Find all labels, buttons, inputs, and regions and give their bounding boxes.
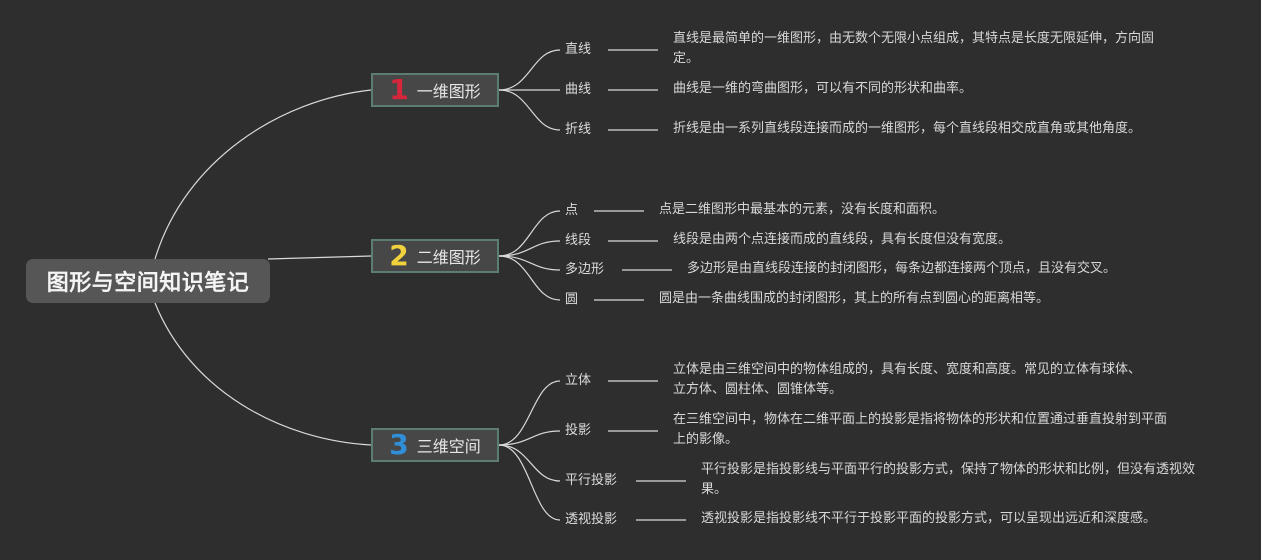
leaf-label[interactable]: 折线 xyxy=(565,122,592,137)
leaf-label[interactable]: 立体 xyxy=(565,373,592,388)
connector-branch-2-leaf-2 xyxy=(498,240,561,257)
connector-branch-2-leaf-3 xyxy=(498,255,561,271)
root-node[interactable]: 图形与空间知识笔记 xyxy=(26,259,270,303)
leaf-description: 折线是由一系列直线段连接而成的一维图形，每个直线段相交成直角或其他角度。 xyxy=(673,121,1142,136)
leaf-description: 平行投影是指投影线与平面平行的投影方式，保持了物体的形状和比例，但没有透视效果。 xyxy=(701,462,1196,497)
leaf-label[interactable]: 透视投影 xyxy=(565,512,618,527)
leaf-description: 曲线是一维的弯曲图形，可以有不同的形状和曲率。 xyxy=(673,81,973,96)
branch-node-1[interactable]: 1 一维图形 xyxy=(371,73,499,107)
connector-root-branch-2 xyxy=(267,255,372,260)
leaf-description: 透视投影是指投影线不平行于投影平面的投影方式，可以呈现出远近和深度感。 xyxy=(701,511,1157,526)
leaf-label[interactable]: 点 xyxy=(565,203,579,218)
connector-branch-1-leaf-1 xyxy=(498,49,561,91)
branch-label: 一维图形 xyxy=(416,82,481,101)
leaf-label[interactable]: 圆 xyxy=(565,292,579,307)
branch-node-3[interactable]: 3 三维空间 xyxy=(371,428,499,462)
root-title: 图形与空间知识笔记 xyxy=(46,271,250,296)
branch-number: 1 xyxy=(389,73,409,106)
leaf-label[interactable]: 投影 xyxy=(565,423,592,438)
connector-branch-3-leaf-3 xyxy=(498,444,561,482)
leaf-description: 在三维空间中，物体在二维平面上的投影是指将物体的形状和位置通过垂直投射到平面上的… xyxy=(673,412,1168,447)
branch-label: 三维空间 xyxy=(416,437,481,456)
leaf-label[interactable]: 直线 xyxy=(565,42,592,57)
leaf-label[interactable]: 多边形 xyxy=(565,262,605,277)
connector-branch-3-leaf-2 xyxy=(498,430,561,446)
connector-branch-1-leaf-3 xyxy=(498,89,561,131)
branch-node-2[interactable]: 2 二维图形 xyxy=(371,239,499,273)
leaf-description: 圆是由一条曲线围成的封闭图形，其上的所有点到圆心的距离相等。 xyxy=(659,291,1050,306)
leaf-label[interactable]: 平行投影 xyxy=(565,473,618,488)
leaf-description: 直线是最简单的一维图形，由无数个无限小点组成，其特点是长度无限延伸，方向固定。 xyxy=(673,31,1155,66)
branch-label: 二维图形 xyxy=(416,248,481,267)
leaf-description: 多边形是由直线段连接的封闭图形，每条边都连接两个顶点，且没有交叉。 xyxy=(687,261,1117,276)
leaf-description: 线段是由两个点连接而成的直线段，具有长度但没有宽度。 xyxy=(673,232,1012,247)
connector-branch-2-leaf-4 xyxy=(498,255,561,301)
connector-branch-3-leaf-4 xyxy=(498,444,561,521)
connector-branch-3-leaf-1 xyxy=(498,380,561,446)
connector-root-branch-1 xyxy=(154,89,372,260)
connector-branch-2-leaf-1 xyxy=(498,210,561,257)
connector-root-branch-3 xyxy=(154,302,372,446)
leaf-description: 立体是由三维空间中的物体组成的，具有长度、宽度和高度。常见的立体有球体、立方体、… xyxy=(673,362,1142,397)
leaf-label[interactable]: 线段 xyxy=(565,233,592,248)
branch-number: 2 xyxy=(389,239,409,272)
leaf-label[interactable]: 曲线 xyxy=(565,82,592,97)
leaf-description: 点是二维图形中最基本的元素，没有长度和面积。 xyxy=(659,202,946,217)
branch-number: 3 xyxy=(389,428,409,461)
